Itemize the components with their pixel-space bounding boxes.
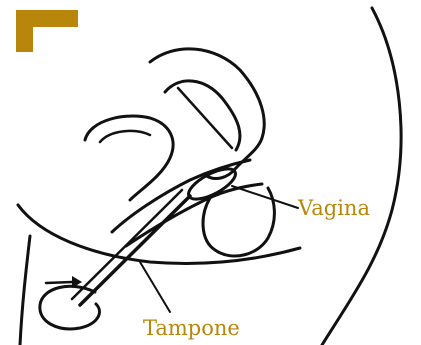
bladder-inner xyxy=(100,131,150,142)
bladder-outline xyxy=(85,116,173,200)
tampon-body xyxy=(184,163,239,205)
label-tampone: Tampone xyxy=(143,318,240,339)
vaginal-wall-lower xyxy=(126,184,262,246)
body-back-outline xyxy=(322,8,401,345)
label-vagina: Vagina xyxy=(298,198,370,219)
uterine-cavity xyxy=(178,88,232,148)
tampone-leader-line xyxy=(140,262,170,312)
vagina-leader-line xyxy=(232,186,298,208)
leg-outline-left xyxy=(20,236,30,345)
tampon-applicator-parallel xyxy=(72,190,182,299)
uterus-outline xyxy=(150,49,264,179)
arrow-pointer xyxy=(46,282,72,283)
rectum-outline xyxy=(203,188,274,256)
